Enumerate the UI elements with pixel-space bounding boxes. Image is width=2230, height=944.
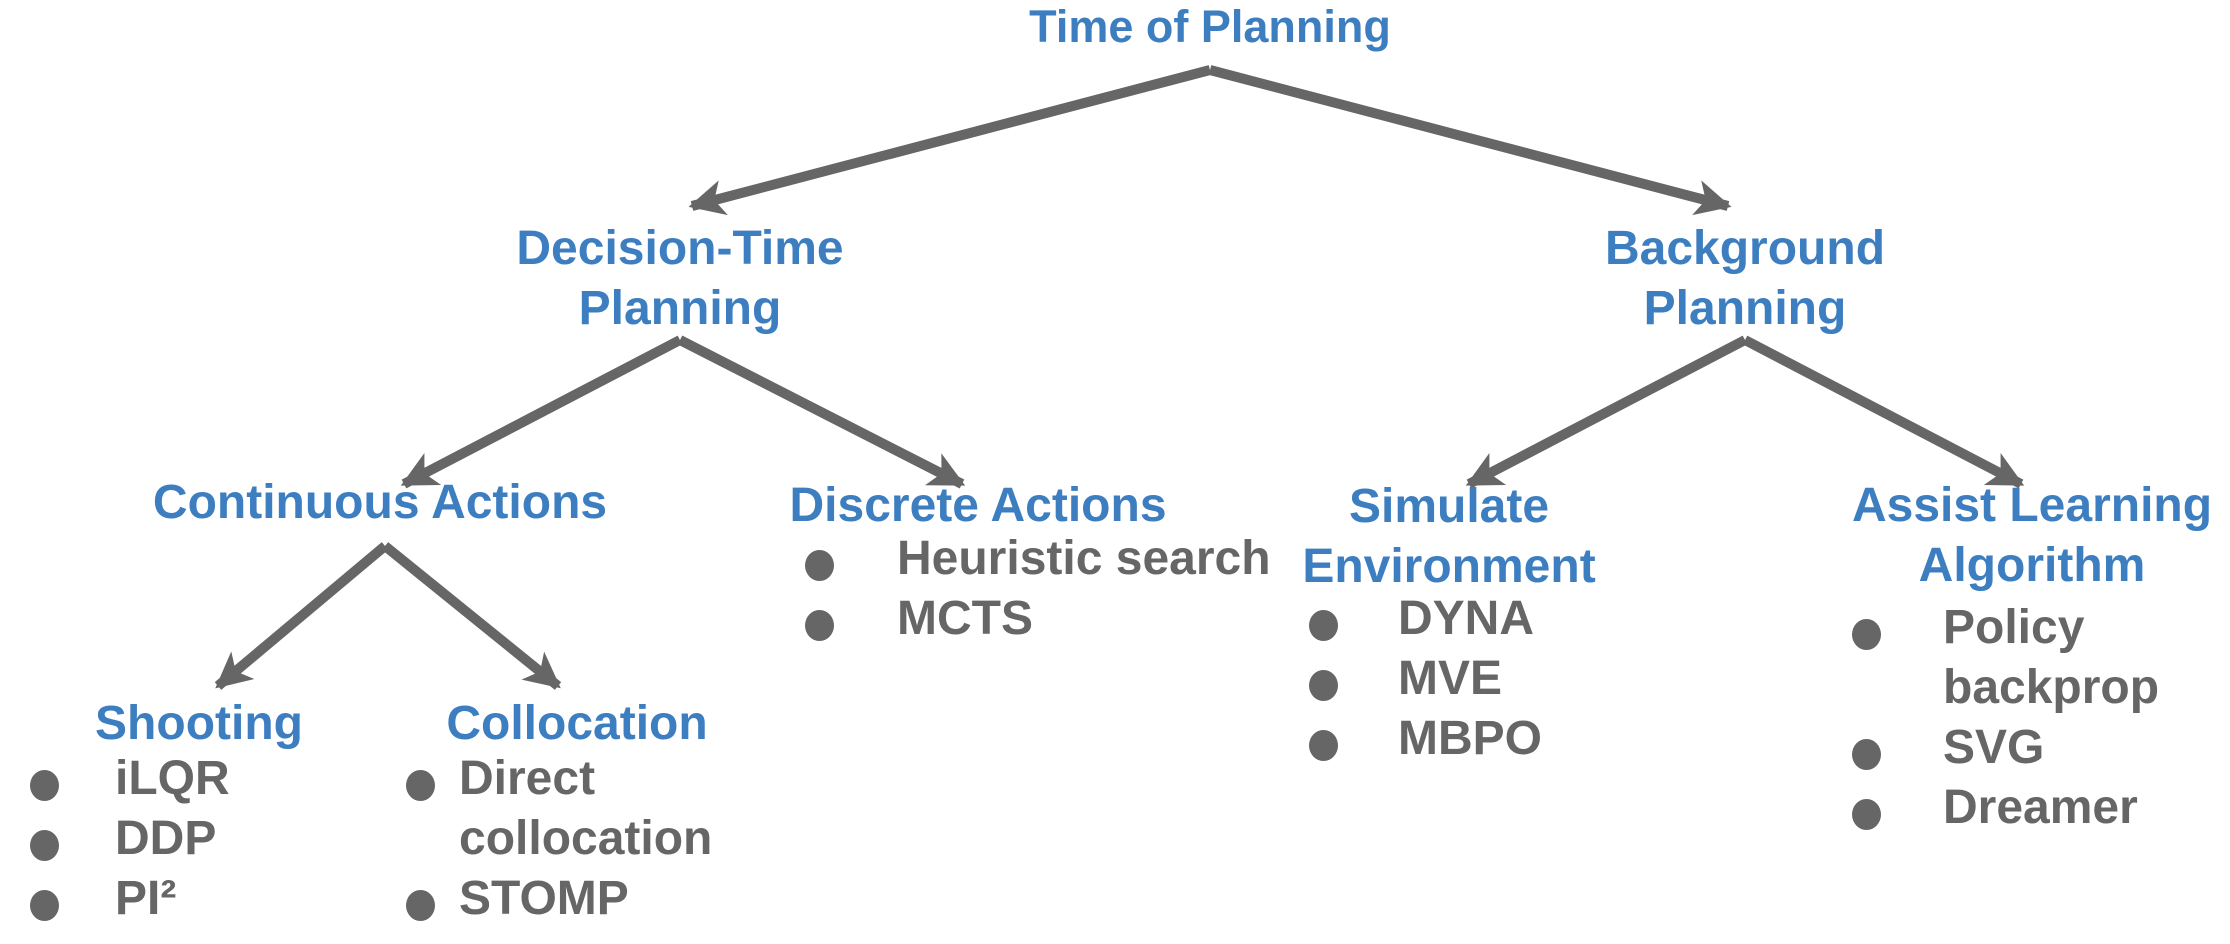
list-item: iLQR (30, 749, 360, 809)
arrow-decision-to-discrete (677, 335, 966, 489)
node-discrete-actions: Discrete Actions (789, 479, 1167, 532)
arrow-background-to-simulate (1465, 335, 1748, 489)
list-item: SVG (1852, 718, 2183, 778)
node-shooting: Shooting (95, 697, 303, 750)
node-collocation: Collocation (446, 697, 708, 750)
list-item: DYNA (1309, 589, 1729, 649)
list-item: Heuristic search (805, 529, 1325, 589)
list-item: PI² (30, 869, 360, 929)
list-item: DDP (30, 809, 360, 869)
node-simulate-environment: Simulate Environment (1302, 480, 1596, 593)
list-item: MVE (1309, 649, 1729, 709)
node-decision-time-planning: Decision-Time Planning (516, 222, 844, 335)
arrow-background-to-assist (1742, 335, 2025, 489)
list-item: Dreamer (1852, 778, 2183, 838)
arrow-continuous-to-shooting (214, 542, 389, 690)
list-item: MBPO (1309, 709, 1729, 769)
node-background-planning: Background Planning (1604, 222, 1886, 335)
list-item: Direct collocation (406, 749, 729, 869)
arrow-root-to-background (1208, 65, 1732, 216)
arrow-root-to-decision-time (688, 65, 1212, 216)
list-item: MCTS (805, 589, 1325, 649)
arrow-continuous-to-collocation (381, 542, 562, 690)
list-item: STOMP (406, 869, 729, 929)
node-assist-learning-algorithm: Assist Learning Algorithm (1851, 479, 2213, 592)
list-item: Policy backprop (1852, 598, 2183, 718)
node-continuous-actions: Continuous Actions (152, 476, 608, 529)
node-time-of-planning: Time of Planning (1029, 1, 1391, 52)
arrow-decision-to-continuous (400, 335, 683, 489)
